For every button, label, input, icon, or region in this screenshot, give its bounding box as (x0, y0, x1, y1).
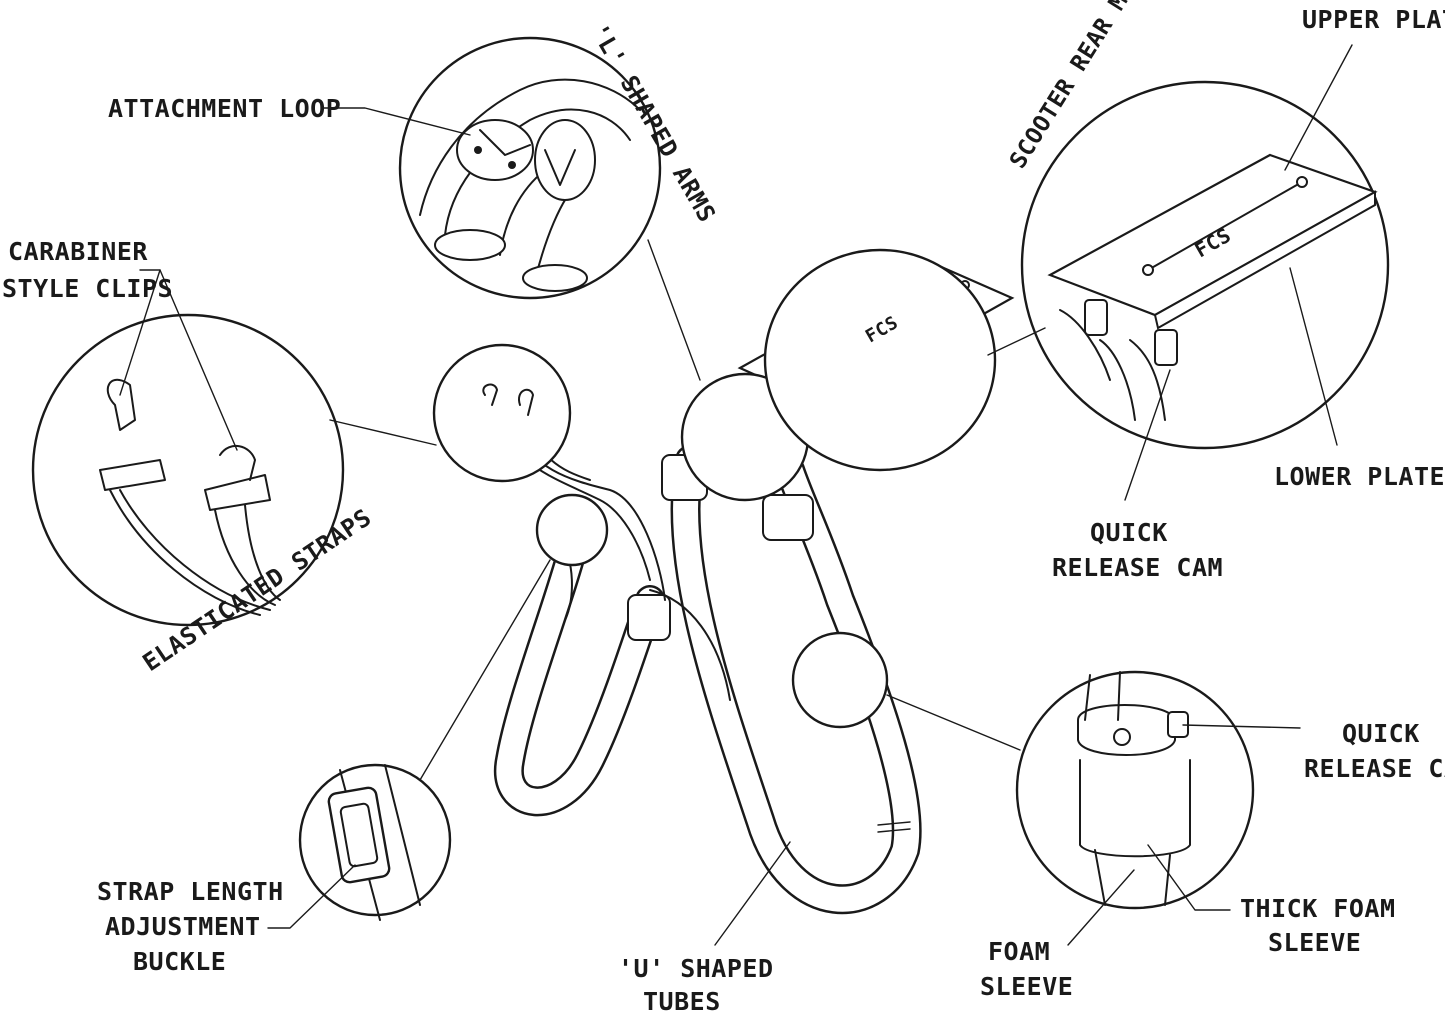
label-qr-cam-top-2: RELEASE CAM (1052, 553, 1223, 582)
label-thick-foam-2: SLEEVE (1268, 928, 1361, 957)
foam-sleeve (627, 594, 671, 641)
label-lower-plate: LOWER PLATE (1274, 462, 1445, 491)
label-thick-foam-1: THICK FOAM (1240, 894, 1396, 923)
clip-detail-circle (432, 343, 572, 483)
foam-sleeve (762, 494, 814, 541)
label-u-tubes-1: 'U' SHAPED (618, 954, 774, 983)
label-buckle-1: STRAP LENGTH (97, 877, 284, 906)
label-buckle-2: ADJUSTMENT (105, 912, 261, 941)
label-carabiner-2: STYLE CLIPS (2, 274, 173, 303)
buckle-detail-circle (535, 493, 609, 567)
leader-lines (119, 44, 1353, 946)
label-u-tubes-2: TUBES (643, 987, 721, 1015)
label-qr-cam-bottom-2: RELEASE CAM (1304, 754, 1445, 783)
label-foam-sleeve-2: SLEEVE (980, 972, 1073, 1001)
foam-sleeve-callout (1015, 670, 1255, 910)
label-carabiner-1: CARABINER (8, 237, 148, 266)
cam-detail-circle (791, 631, 889, 729)
label-buckle-3: BUCKLE (133, 947, 226, 976)
label-foam-sleeve-1: FOAM (988, 937, 1050, 966)
buckle-callout (298, 763, 452, 921)
scooter-mount-callout (1020, 80, 1390, 450)
label-qr-cam-top-1: QUICK (1090, 518, 1168, 547)
label-qr-cam-bottom-1: QUICK (1342, 719, 1420, 748)
label-attachment-loop: ATTACHMENT LOOP (108, 94, 341, 123)
mount-detail-circle (763, 248, 997, 472)
label-upper-plate: UPPER PLATE (1302, 5, 1445, 34)
carabiner-callout (31, 313, 345, 627)
attachment-loop-callout (398, 36, 662, 300)
